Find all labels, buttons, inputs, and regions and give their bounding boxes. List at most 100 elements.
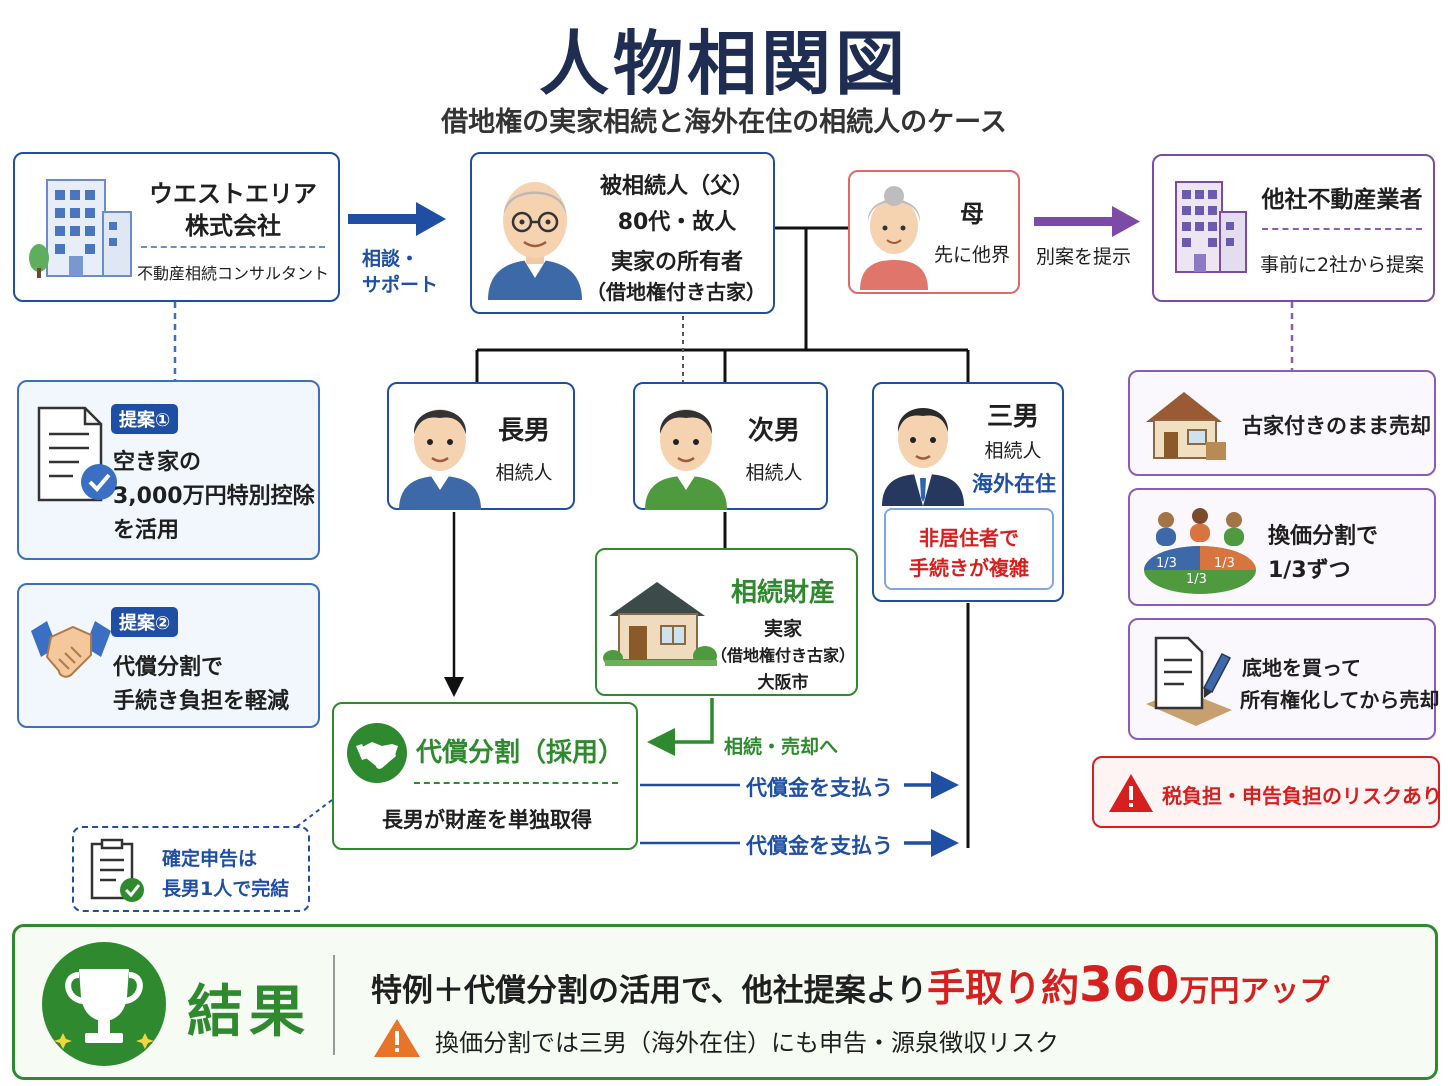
estate-card: 相続財産 実家 （借地権付き古家） 大阪市 bbox=[595, 548, 858, 696]
tax-note-card: 確定申告は 長男1人で完結 bbox=[72, 826, 310, 912]
house-icon bbox=[603, 582, 717, 666]
risk-card: 税負担・申告負担のリスクあり bbox=[1092, 756, 1442, 828]
result-divider bbox=[333, 955, 335, 1055]
contract-pen-icon bbox=[1146, 636, 1232, 726]
page-subtitle: 借地権の実家相続と海外在住の相続人のケース bbox=[441, 107, 1007, 138]
division-note: 長男が財産を単独取得 bbox=[382, 808, 592, 832]
consultant-card: ウエストエリア 株式会社 不動産相続コンサルタント bbox=[13, 152, 340, 302]
estate-line-1: 実家 bbox=[763, 618, 802, 640]
consultant-arrow-label-1: 相談・ bbox=[362, 248, 420, 270]
other-agent-note: 事前に2社から提案 bbox=[1259, 254, 1425, 276]
result-main-highlight: 手取り約 bbox=[927, 966, 1080, 1010]
other-agent-card: 他社不動産業者 事前に2社から提案 bbox=[1152, 154, 1435, 302]
division-card: 代償分割（採用） 長男が財産を単独取得 bbox=[332, 702, 638, 850]
pie-label-2: 1/3 bbox=[1214, 556, 1235, 571]
tax-note-line-1: 確定申告は bbox=[162, 848, 258, 870]
proposal-1-line-1: 空き家の bbox=[113, 450, 202, 475]
option-buy-land-line-1: 底地を買って bbox=[1242, 656, 1361, 680]
tax-note-line-2: 長男1人で完結 bbox=[162, 878, 290, 900]
estate-line-2: （借地権付き古家） bbox=[710, 646, 855, 665]
division-tax-dotted bbox=[294, 799, 333, 829]
third-son-warning: 非居住者で 手続きが複雑 bbox=[884, 508, 1054, 590]
trophy-icon bbox=[42, 942, 166, 1066]
result-banner: 結果 特例＋代償分割の活用で、他社提案より手取り約360万円アップ 換価分割では… bbox=[12, 924, 1438, 1080]
mother-note: 先に他界 bbox=[933, 244, 1010, 266]
proposal-1-card: 提案① 空き家の 3,000万円特別控除 を活用 bbox=[17, 380, 320, 560]
eldest-son-card: 長男 相続人 bbox=[387, 382, 575, 510]
liquidation-pie-icon bbox=[1144, 508, 1256, 594]
option-liquidation-line-2: 1/3ずつ bbox=[1268, 558, 1351, 583]
second-son-avatar-icon bbox=[645, 409, 727, 510]
clipboard-check-icon bbox=[90, 838, 144, 902]
proposal-2-badge: 提案② bbox=[111, 607, 179, 637]
mother-card: 母 先に他界 bbox=[848, 170, 1020, 294]
consultant-role: 不動産相続コンサルタント bbox=[136, 264, 329, 283]
result-label: 結果 bbox=[187, 980, 311, 1045]
estate-title: 相続財産 bbox=[730, 578, 835, 608]
result-main-prefix: 特例＋代償分割の活用で、他社提案より bbox=[371, 973, 928, 1009]
deceased-card: 被相続人（父） 80代・故人 実家の所有者 （借地権付き古家） bbox=[470, 152, 775, 314]
other-agent-title: 他社不動産業者 bbox=[1261, 187, 1423, 213]
consultant-arrow bbox=[348, 202, 446, 236]
result-main-line: 特例＋代償分割の活用で、他社提案より手取り約360万円アップ bbox=[371, 957, 1329, 1013]
result-warning: 換価分割では三男（海外在住）にも申告・源泉徴収リスク bbox=[435, 1029, 1059, 1057]
deceased-line-3: 実家の所有者 bbox=[610, 250, 743, 275]
eldest-son-title: 長男 bbox=[497, 416, 550, 446]
option-liquidation-card: 1/3 1/3 1/3 換価分割で 1/3ずつ bbox=[1128, 488, 1436, 606]
deceased-line-2: 80代・故人 bbox=[617, 210, 737, 235]
estate-to-division-arrow bbox=[647, 698, 714, 756]
elderly-woman-avatar-icon bbox=[860, 186, 928, 290]
third-son-note: 海外在住 bbox=[972, 472, 1056, 496]
result-main-suffix: 万円アップ bbox=[1179, 974, 1330, 1009]
proposal-2-card: 提案② 代償分割で 手続き負担を軽減 bbox=[17, 583, 320, 728]
proposal-2-line-1: 代償分割で bbox=[113, 655, 224, 680]
handshake-icon bbox=[31, 621, 111, 678]
third-son-warning-1: 非居住者で bbox=[919, 526, 1019, 550]
proposal-1-badge: 提案① bbox=[111, 404, 179, 434]
option-buy-land-card: 底地を買って 所有権化してから売却 bbox=[1128, 618, 1440, 740]
office-building-icon bbox=[29, 179, 132, 278]
consultant-name-1: ウエストエリア bbox=[149, 180, 317, 208]
mother-title: 母 bbox=[960, 200, 984, 228]
warning-icon bbox=[1109, 774, 1153, 812]
old-house-icon bbox=[1146, 392, 1226, 460]
option-sell-as-is-card: 古家付きのまま売却 bbox=[1128, 370, 1436, 476]
payment-label-2: 代償金を支払う bbox=[746, 834, 893, 858]
pie-label-1: 1/3 bbox=[1156, 556, 1177, 571]
pie-label-3: 1/3 bbox=[1186, 572, 1207, 587]
third-son-title: 三男 bbox=[986, 402, 1039, 432]
option-buy-land-line-2: 所有権化してから売却 bbox=[1240, 688, 1440, 712]
risk-label: 税負担・申告負担のリスクあり bbox=[1162, 784, 1442, 808]
second-son-card: 次男 相続人 bbox=[633, 382, 828, 510]
division-title: 代償分割（採用） bbox=[416, 738, 625, 768]
other-agent-divider bbox=[1262, 228, 1422, 230]
proposal-1-line-3: を活用 bbox=[113, 518, 180, 543]
alt-proposal-label: 別案を提示 bbox=[1036, 246, 1132, 268]
page-title: 人物相関図 bbox=[539, 23, 909, 105]
third-son-card: 三男 相続人 海外在住 非居住者で 手続きが複雑 bbox=[872, 382, 1064, 602]
result-warning-icon bbox=[374, 1019, 420, 1057]
consultant-divider bbox=[141, 246, 325, 248]
alt-proposal-arrow bbox=[1034, 206, 1140, 237]
consultant-arrow-label-2: サポート bbox=[362, 274, 439, 296]
second-son-role: 相続人 bbox=[745, 462, 803, 484]
third-son-role: 相続人 bbox=[984, 440, 1042, 462]
proposal-2-line-2: 手続き負担を軽減 bbox=[113, 689, 290, 714]
consultant-name-2: 株式会社 bbox=[185, 212, 281, 240]
result-main-amount: 360 bbox=[1079, 957, 1180, 1013]
option-sell-as-is-label: 古家付きのまま売却 bbox=[1242, 414, 1431, 438]
deceased-line-4: （借地権付き古家） bbox=[586, 280, 766, 304]
division-handshake-icon bbox=[347, 723, 407, 783]
third-son-avatar-icon bbox=[882, 408, 964, 506]
division-divider bbox=[414, 782, 618, 784]
elderly-man-avatar-icon bbox=[488, 182, 582, 300]
document-check-icon bbox=[37, 406, 117, 502]
eldest-son-role: 相続人 bbox=[495, 462, 553, 484]
option-liquidation-line-1: 換価分割で bbox=[1268, 524, 1379, 549]
estate-arrow-label: 相続・売却へ bbox=[724, 736, 839, 758]
deceased-line-1: 被相続人（父） bbox=[599, 174, 754, 199]
eldest-son-avatar-icon bbox=[399, 409, 481, 510]
third-son-warning-2: 手続きが複雑 bbox=[909, 556, 1029, 580]
second-son-title: 次男 bbox=[747, 416, 800, 446]
